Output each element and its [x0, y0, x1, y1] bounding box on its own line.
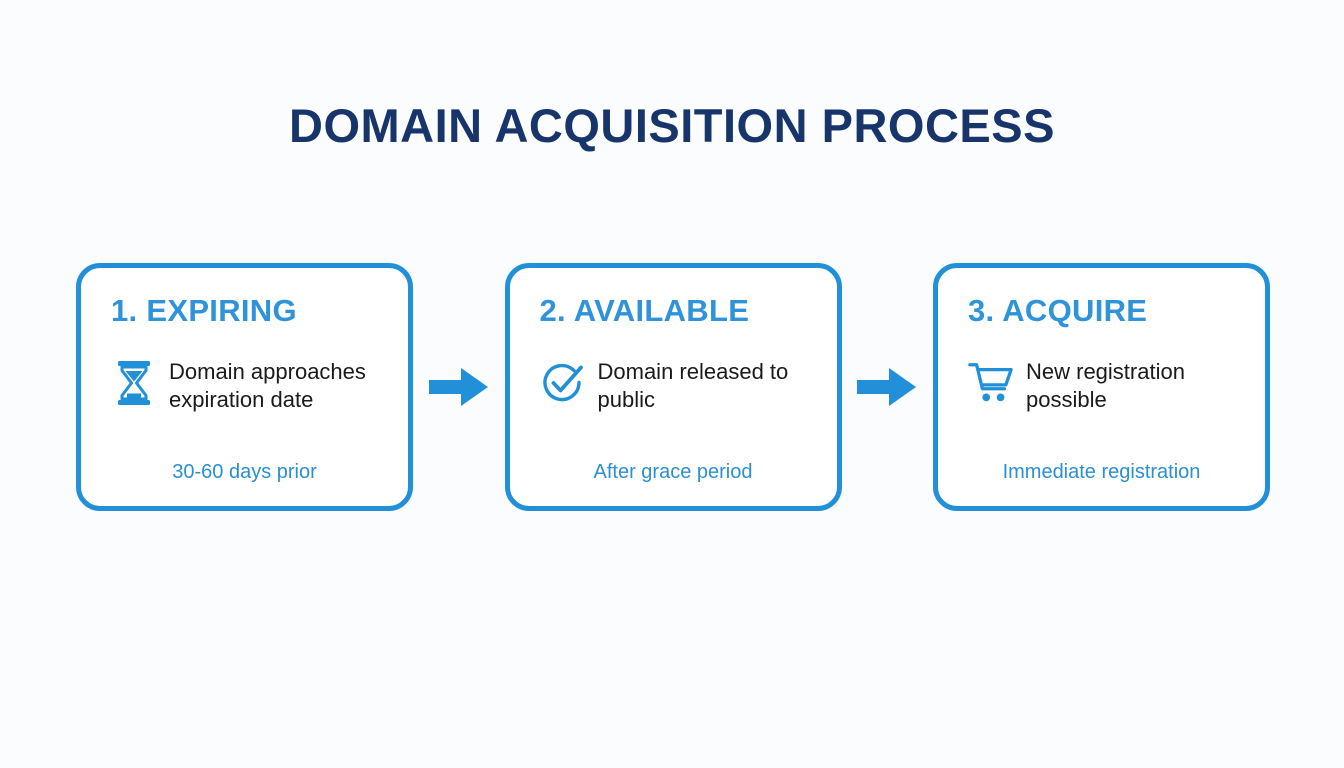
step-heading: 2. AVAILABLE	[539, 293, 750, 328]
step-body: Domain released to public	[540, 358, 813, 414]
step-description: New registration possible	[1026, 359, 1185, 413]
step-heading: 3. ACQUIRE	[968, 293, 1148, 328]
shopping-cart-icon	[968, 358, 1014, 410]
step-description: Domain approaches expiration date	[169, 359, 366, 413]
process-flow: 1. EXPIRING Domain approaches expiration…	[76, 263, 1270, 511]
step-description: Domain released to public	[597, 359, 789, 413]
step-note: 30-60 days prior	[172, 461, 317, 483]
step-body: New registration possible	[968, 358, 1241, 414]
step-heading: 1. EXPIRING	[111, 293, 297, 328]
step-card-available[interactable]: 2. AVAILABLE Domain released to public A…	[504, 263, 842, 511]
page-title: DOMAIN ACQUISITION PROCESS	[289, 99, 1055, 152]
step-body: Domain approaches expiration date	[111, 358, 384, 414]
hourglass-icon	[111, 358, 157, 410]
step-note: After grace period	[593, 461, 753, 483]
step-card-expiring[interactable]: 1. EXPIRING Domain approaches expiration…	[76, 263, 413, 511]
step-card-acquire[interactable]: 3. ACQUIRE New registration possible Imm…	[933, 263, 1270, 511]
arrow-right-icon	[428, 365, 490, 409]
arrow-right-icon	[856, 365, 918, 409]
step-note: Immediate registration	[1002, 461, 1201, 483]
check-circle-icon	[540, 358, 586, 410]
